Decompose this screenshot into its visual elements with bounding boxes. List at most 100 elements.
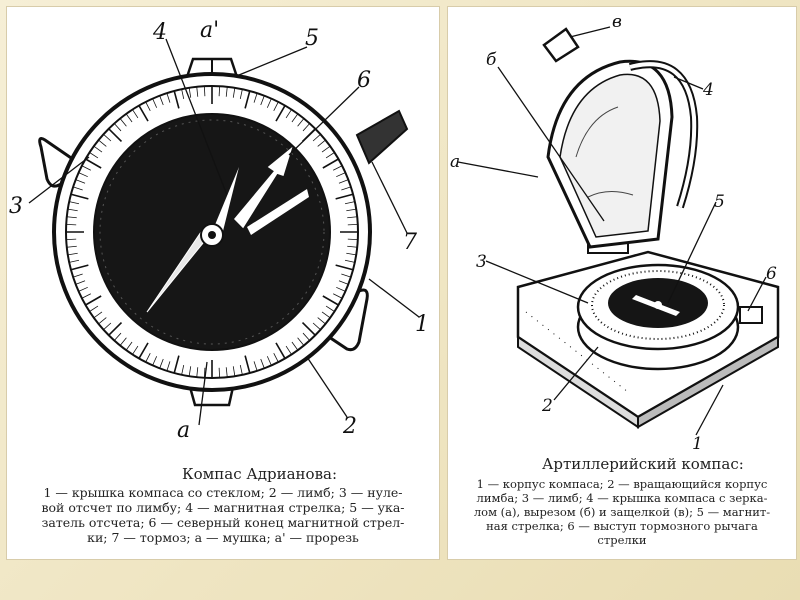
adrianov-title: Компас Адрианова: [182,465,338,483]
limb-tick [239,364,243,375]
callout-1: 1 [692,434,703,454]
limb-tick [145,352,151,363]
callout-4: 4 [152,20,167,45]
limb-tick [218,367,221,378]
limb-tick [181,89,185,100]
limb-tick [69,259,80,263]
limb-tick [301,321,316,336]
callout-a-prime: a' [200,18,219,43]
lid-mirror [559,73,661,238]
right-ring-lug [328,288,369,352]
limb-tick [275,342,286,359]
limb-tick [346,252,357,256]
limb-tick [70,193,89,200]
limb-tick [253,93,258,103]
limb-tick [203,367,206,378]
limb-tick [66,223,77,226]
limb-tick [347,216,358,219]
limb-tick [69,201,80,205]
limb-tick [173,355,180,374]
limb-tick [232,87,236,98]
limb-tick [244,90,251,109]
limb-tick [159,95,164,106]
limb-tick [312,322,321,330]
limb-tick [159,358,164,369]
limb-tick [338,179,349,184]
adrianov-caption: 1 — крышка компаса со стеклом; 2 — лимб;… [41,485,405,545]
limb-tick [325,152,335,159]
brake-lever-protrusion [739,306,763,324]
limb-tick [66,216,77,219]
limb-tick [73,273,83,278]
artillery-compass-panel: в б 4 а 5 3 6 2 1 Артиллерийский компас:… [447,6,797,560]
limb-tick [89,152,99,159]
limb-tick [89,305,99,312]
limb-tick [341,186,351,191]
limb-tick [70,264,89,271]
magnetic-needle-north [212,167,239,239]
callout-2: 2 [541,396,553,416]
limb-tick [66,245,77,248]
limb-tick [98,317,107,325]
index-pointer [247,189,309,235]
limb-tick [297,337,305,346]
limb-tick [273,101,279,112]
limb-tick [119,337,127,346]
limb-tick [166,93,171,103]
limb-tick [108,321,123,336]
limb-tick [347,245,358,248]
limb-tick [75,179,86,184]
limb-tick [85,158,102,169]
limb-tick [98,139,107,147]
limb-tick [196,367,199,378]
artillery-compass-diagram: в б 4 а 5 3 6 2 1 [450,12,780,454]
limb-tick [322,158,339,169]
limb-tick [321,311,331,319]
adrianov-compass-diagram: 4 a' 5 6 3 7 1 2 a [9,18,429,443]
limb-tick [203,86,206,97]
limb-tick [321,145,331,153]
limb-tick [291,341,299,351]
brake-lever [355,109,409,165]
limb-tick [75,280,86,285]
limb-tick [132,109,139,119]
limb-tick [244,355,251,374]
limb-tick [225,86,228,97]
callout-5: 5 [305,26,319,51]
limb-tick [138,105,149,122]
limb-tick [108,128,123,143]
limb-tick [336,286,346,292]
limb-tick [103,322,112,330]
limb-tick [196,86,199,97]
body-scale [525,311,629,393]
limb-tick [93,145,103,153]
limb-tick [346,208,357,212]
limb-ticks [66,86,358,378]
limb-tick [302,332,310,341]
limb-tick [181,364,185,375]
limb-tick [273,352,279,363]
limb-tick [138,342,149,359]
north-index-arrow [233,146,293,229]
limb-tick [225,367,228,378]
limb-tick [312,134,321,142]
limb-tick [317,139,326,147]
callout-5: 5 [714,192,725,212]
limb-tick [93,311,103,319]
left-ring-lug [38,137,78,188]
lid-latch [542,27,580,63]
limb-tick [291,113,299,123]
limb-tick [335,193,354,200]
limb-tick [152,356,158,366]
limb-tick [166,361,171,371]
artillery-title: Артиллерийский компас: [542,455,744,473]
limb-tick [302,123,310,132]
limb-tick [67,252,78,256]
limb-tick [338,280,349,285]
limb-tick [322,295,339,306]
callout-4: 4 [702,80,714,100]
limb-tick [114,123,122,132]
limb-tick [347,223,358,226]
limb-tick [81,165,92,171]
limb-tick [103,134,112,142]
